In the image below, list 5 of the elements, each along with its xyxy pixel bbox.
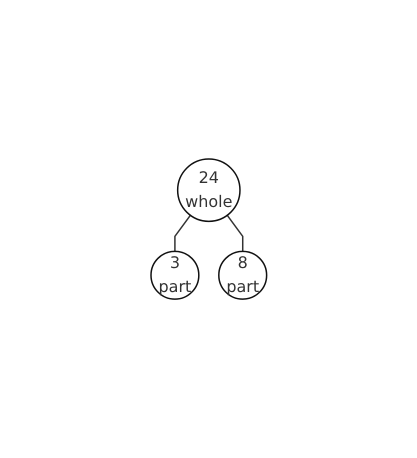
connector — [174, 214, 191, 252]
node-circle: 8 part — [218, 250, 268, 300]
node-circle: 3 part — [150, 250, 200, 300]
node-circle: 24 whole — [176, 158, 240, 222]
connector — [226, 214, 244, 252]
